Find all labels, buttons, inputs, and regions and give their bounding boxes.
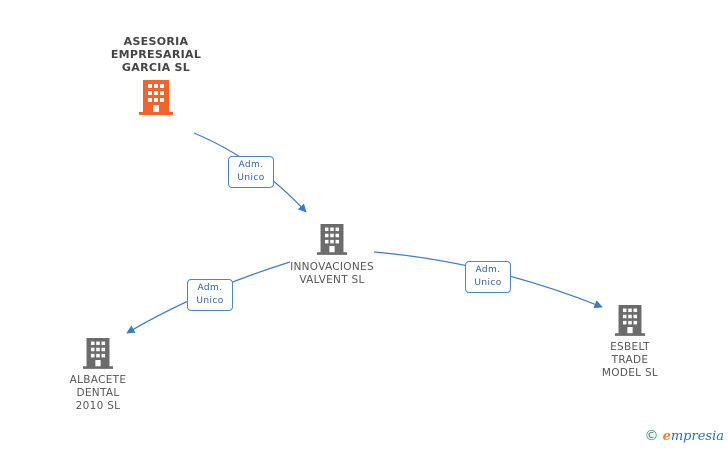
brand-logo-e: e bbox=[662, 429, 671, 444]
building-icon bbox=[96, 79, 216, 115]
brand-watermark: © empresia bbox=[644, 428, 724, 444]
brand-logo-rest: mpresia bbox=[670, 429, 724, 444]
node-albacete[interactable]: ALBACETE DENTAL 2010 SL bbox=[48, 336, 148, 413]
edge-label-line1: Adm. bbox=[238, 160, 264, 170]
node-label: ESBELT TRADE MODEL SL bbox=[601, 341, 659, 379]
edge-label-innovaciones-albacete[interactable]: Adm. Unico bbox=[187, 279, 233, 311]
node-label: ALBACETE DENTAL 2010 SL bbox=[69, 374, 127, 412]
node-esbelt[interactable]: ESBELT TRADE MODEL SL bbox=[580, 303, 680, 380]
node-label: ASESORIA EMPRESARIAL GARCIA SL bbox=[110, 35, 202, 74]
building-icon bbox=[272, 222, 392, 256]
edge-label-line2: Unico bbox=[196, 296, 224, 306]
edge-label-line1: Adm. bbox=[475, 265, 501, 275]
node-asesoria[interactable]: ASESORIA EMPRESARIAL GARCIA SL bbox=[96, 35, 216, 115]
node-label: INNOVACIONES VALVENT SL bbox=[290, 261, 374, 286]
edge-label-asesoria-innovaciones[interactable]: Adm. Unico bbox=[228, 156, 274, 188]
edge-label-innovaciones-esbelt[interactable]: Adm. Unico bbox=[465, 261, 511, 293]
edge-label-line2: Unico bbox=[237, 173, 265, 183]
copyright-icon: © bbox=[644, 428, 659, 444]
edge-label-line1: Adm. bbox=[197, 283, 223, 293]
building-icon bbox=[48, 336, 148, 370]
edge-label-line2: Unico bbox=[474, 278, 502, 288]
building-icon bbox=[580, 303, 680, 337]
node-innovaciones[interactable]: INNOVACIONES VALVENT SL bbox=[272, 222, 392, 287]
